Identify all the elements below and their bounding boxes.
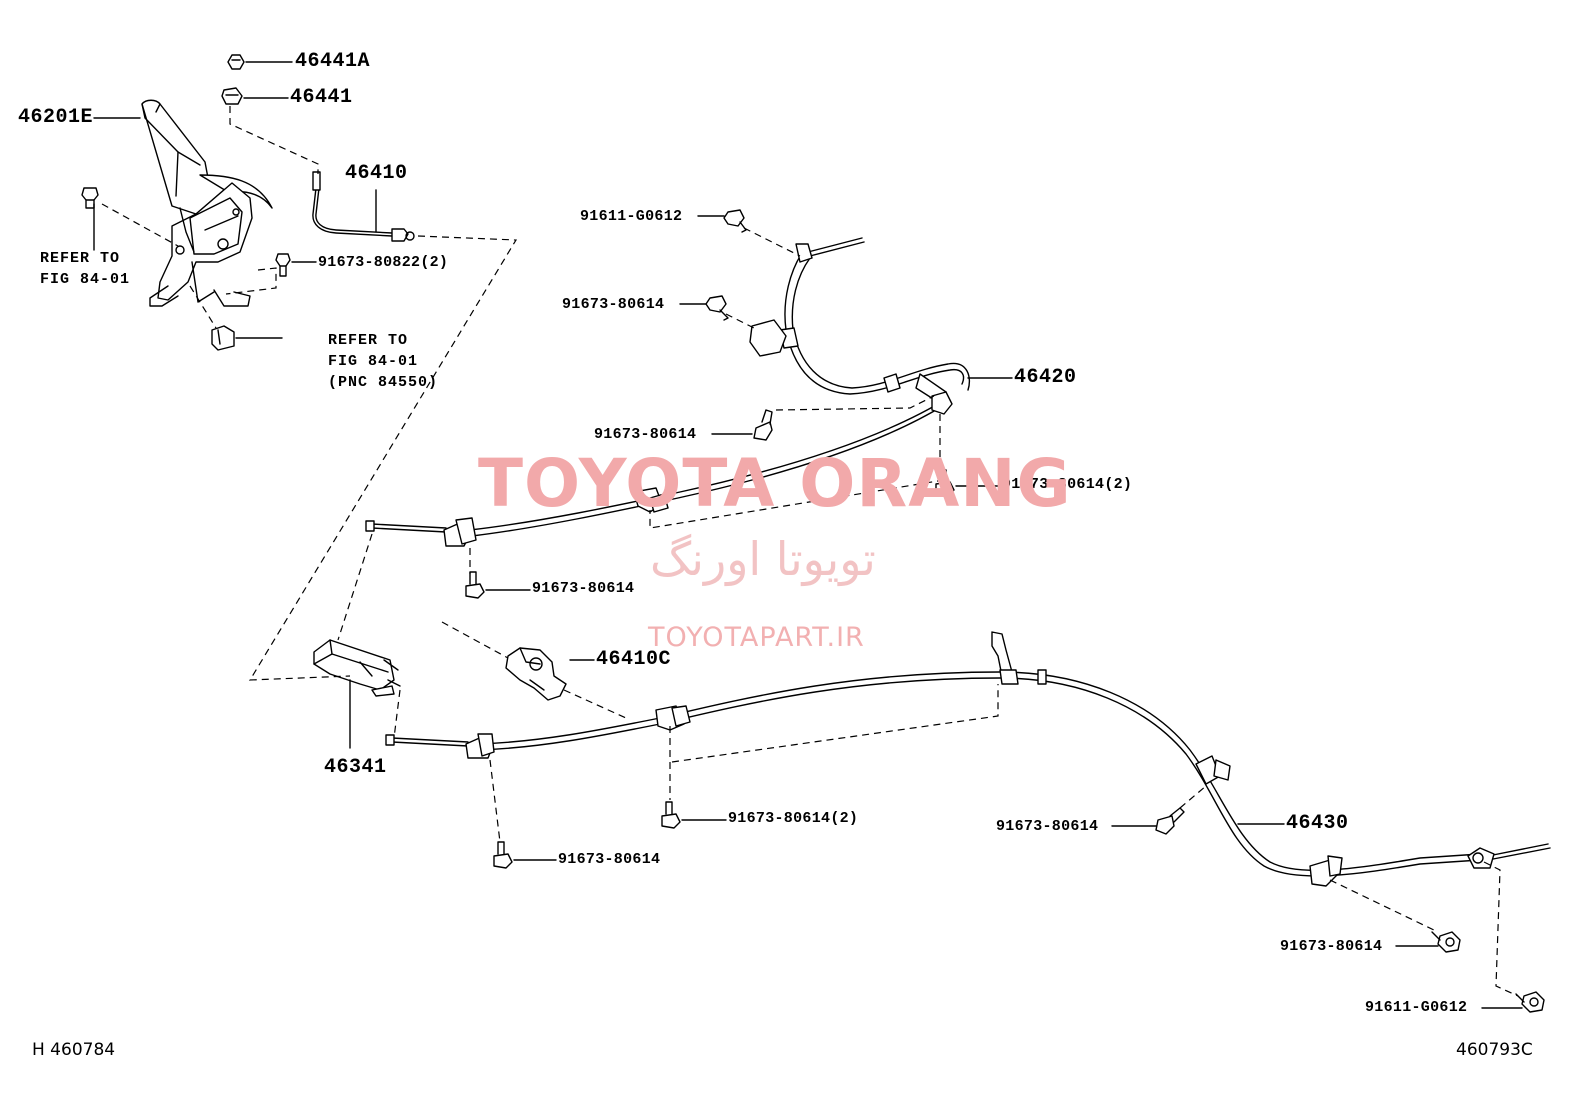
label-46410C: 46410C xyxy=(596,648,672,671)
cable-clamps-46430 xyxy=(465,631,1495,887)
label-46201E: 46201E xyxy=(18,106,94,129)
label-refer-fig-mid: REFER TO FIG 84-01 (PNC 84550) xyxy=(328,330,438,393)
label-91673-80614-b: 91673-80614 xyxy=(594,426,697,443)
refer-line-1: REFER TO xyxy=(40,250,121,267)
clip-bracket xyxy=(211,325,235,351)
label-91673-80614-c: 91673-80614 xyxy=(532,580,635,597)
label-91673-80614-e: 91673-80614 xyxy=(996,818,1099,835)
refer-mid-line-1: REFER TO xyxy=(328,332,409,349)
dashed-guides xyxy=(101,106,1519,997)
label-46341: 46341 xyxy=(324,756,387,779)
bolt-91673-80614-2a xyxy=(935,469,955,497)
label-91611-G0612-bot: 91611-G0612 xyxy=(1365,999,1468,1016)
label-91673-80614-2a: 91673-80614(2) xyxy=(1002,476,1133,493)
bolt-91611-G0612-top xyxy=(723,209,747,233)
label-46441: 46441 xyxy=(290,86,353,109)
label-46410: 46410 xyxy=(345,162,408,185)
front-cable-46410 xyxy=(312,171,415,242)
refer-line-2: FIG 84-01 xyxy=(40,271,131,288)
refer-mid-line-2: FIG 84-01 xyxy=(328,353,419,370)
figure-id-right: 460793C xyxy=(1456,1040,1533,1060)
bracket-46410C xyxy=(505,647,567,701)
bolt-91673-80822 xyxy=(275,253,291,277)
label-46430: 46430 xyxy=(1286,812,1349,835)
bolt-91673-80614-b xyxy=(753,409,773,441)
label-91673-80614-a: 91673-80614 xyxy=(562,296,665,313)
figure-id-left: H 460784 xyxy=(32,1040,116,1060)
bolt-91673-80614-c xyxy=(465,571,485,599)
parking-brake-lever xyxy=(141,99,273,307)
bolt-91673-80614-a xyxy=(705,295,729,321)
cable-clamps-46420 xyxy=(443,243,953,547)
nut-46441 xyxy=(221,87,243,105)
rear-cable-46430 xyxy=(385,671,1551,877)
bolt-refer-left xyxy=(81,187,99,209)
label-46420: 46420 xyxy=(1014,366,1077,389)
rear-cable-46420 xyxy=(365,237,971,537)
bolt-91611-G0612-bot xyxy=(1515,991,1545,1013)
refer-mid-line-3: (PNC 84550) xyxy=(328,374,439,391)
label-91673-80614-2b: 91673-80614(2) xyxy=(728,810,859,827)
nut-46441A xyxy=(227,54,245,70)
label-91673-80614-f: 91673-80614 xyxy=(1280,938,1383,955)
bolt-91673-80614-2b xyxy=(661,801,681,829)
label-91673-80822: 91673-80822(2) xyxy=(318,254,449,271)
equalizer-46341 xyxy=(313,639,401,697)
label-refer-fig-left: REFER TO FIG 84-01 xyxy=(40,248,130,290)
bolt-91673-80614-f xyxy=(1431,931,1461,953)
label-46441A: 46441A xyxy=(295,50,371,73)
label-91611-G0612-top: 91611-G0612 xyxy=(580,208,683,225)
bolt-91673-80614-d xyxy=(493,841,513,869)
bolt-91673-80614-e xyxy=(1155,807,1185,835)
label-91673-80614-d: 91673-80614 xyxy=(558,851,661,868)
